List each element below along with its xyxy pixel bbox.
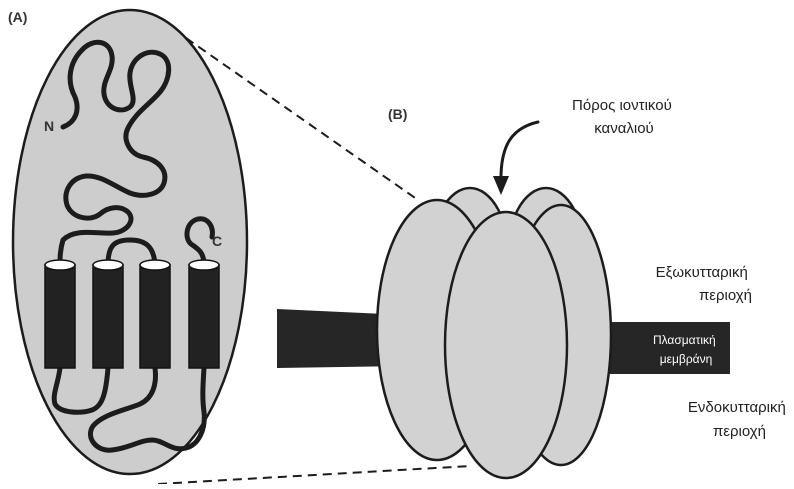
- transmembrane-helix-1: [45, 260, 75, 368]
- zoom-line-bottom: [158, 466, 470, 484]
- extracellular-label: Εξωκυτταρική περιοχή: [656, 264, 752, 304]
- panel-b: (B) Πόρος ιοντικού καναλιού Εξωκυτταρική…: [277, 97, 790, 478]
- panel-a: (A) N C: [8, 9, 247, 474]
- transmembrane-helix-4: [189, 260, 219, 368]
- pore-arrowhead-icon: [493, 176, 509, 195]
- intracellular-label: Ενδοκυτταρική περιοχή: [688, 399, 790, 440]
- channel-subunit-front: [445, 212, 567, 478]
- pore-arrow-icon: [501, 122, 538, 183]
- c-terminus-label: C: [212, 233, 222, 249]
- panel-b-label: (B): [388, 106, 407, 122]
- pore-label: Πόρος ιοντικού καναλιού: [572, 97, 676, 137]
- transmembrane-helix-2: [93, 260, 123, 368]
- transmembrane-helix-3: [140, 260, 170, 368]
- n-terminus-label: N: [44, 118, 54, 134]
- panel-a-label: (A): [8, 9, 27, 25]
